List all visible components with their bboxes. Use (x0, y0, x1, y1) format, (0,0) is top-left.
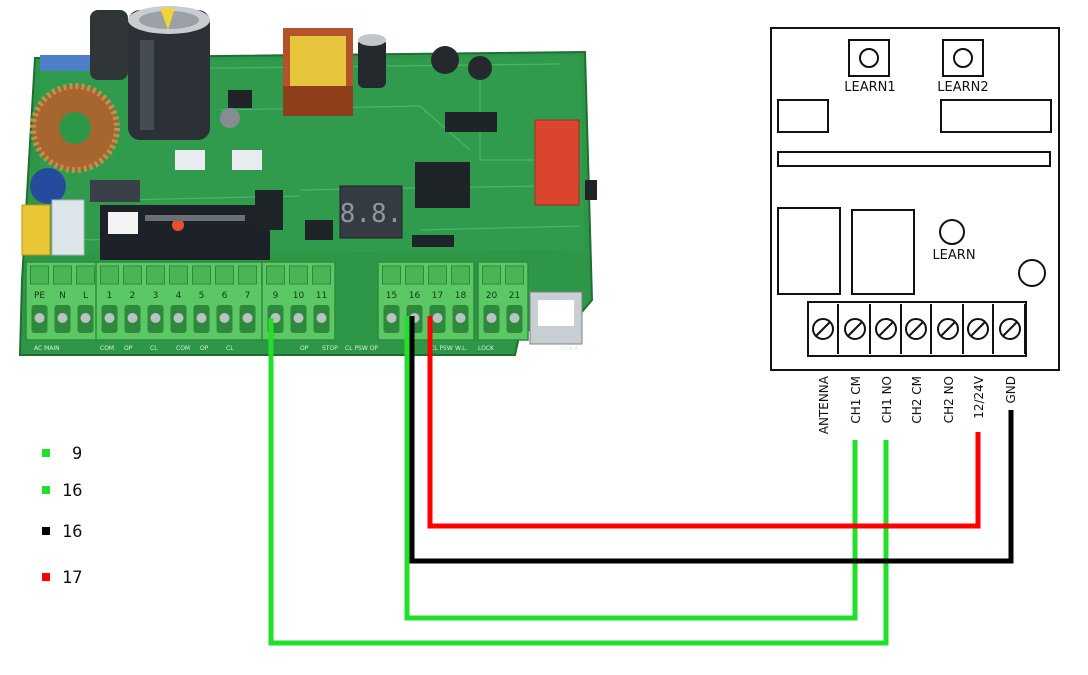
board-lower-labels: AC MAIN COM OP CL COM OP CL OP STOP CL PSW OP CL P… (34, 345, 579, 352)
board-label: AC MAIN (34, 345, 60, 352)
terminal-number: N (59, 291, 66, 301)
board-label: USB-A (560, 345, 579, 352)
terminal-label: CH1 CM (849, 376, 863, 424)
usb-port (529, 291, 583, 345)
board-label: OP (300, 345, 309, 352)
terminal-number: 2 (130, 291, 136, 301)
terminal-number: 6 (222, 291, 228, 301)
wire-black-16-to-gnd (409, 316, 1014, 564)
board-label: CL PSW (430, 345, 453, 352)
transformer (283, 28, 353, 116)
learn2-button[interactable] (942, 39, 984, 77)
learn-button[interactable] (939, 219, 965, 245)
capacitor (128, 6, 210, 140)
relay-2 (851, 209, 915, 295)
component-strip (777, 151, 1051, 167)
legend-label: 17 (62, 568, 83, 588)
learn1-button[interactable] (848, 39, 890, 77)
terminal-number: 15 (386, 291, 397, 301)
relay-1 (777, 207, 841, 295)
wire-green-16-to-ch1-cm (404, 316, 858, 621)
terminal-number: 10 (293, 291, 305, 301)
board-label: STOP (322, 345, 338, 352)
legend-label: 16 (62, 522, 83, 542)
legend-swatch (42, 527, 50, 535)
legend-swatch (42, 449, 50, 457)
terminal-label: CH1 NO (880, 376, 894, 423)
seven-segment-display: 8.8. (339, 185, 403, 239)
terminal-number: PE (34, 291, 45, 301)
terminal-number: 16 (409, 291, 421, 301)
legend-label: 16 (62, 481, 83, 501)
board-label: OP (200, 345, 209, 352)
display-digits: 8.8. (340, 199, 403, 229)
terminal-number: 21 (509, 291, 520, 301)
wire-green-9-to-ch1-no (268, 318, 889, 646)
terminal-number: 4 (176, 291, 182, 301)
terminal-number: 7 (245, 291, 251, 301)
board-label: COM (100, 345, 114, 352)
terminal-number: 5 (199, 291, 205, 301)
legend-swatch (42, 486, 50, 494)
board-label: CL (226, 345, 234, 352)
board-label: LOCK (478, 345, 495, 352)
terminal-label: CH2 NO (942, 376, 956, 423)
board-label: CL PSW OP (345, 345, 378, 352)
board-label: OP (124, 345, 133, 352)
terminal-blocks: PENL1234567891011151617182021 (25, 261, 529, 341)
board-label: W.L. (455, 345, 467, 352)
receiver-module: LEARN1 LEARN2 LEARN ANTENNA CH1 CM CH1 NO C… (770, 27, 1060, 434)
terminal-label: CH2 CM (910, 376, 924, 424)
board-label: COM (176, 345, 190, 352)
terminal-number: 9 (273, 291, 279, 301)
wires (268, 316, 1014, 646)
learn1-label: LEARN1 (844, 80, 895, 95)
terminal-number: L (83, 291, 88, 301)
terminal-label: ANTENNA (817, 375, 831, 434)
learn2-label: LEARN2 (937, 80, 988, 95)
learn-label: LEARN (932, 248, 975, 263)
terminal-number: 20 (486, 291, 498, 301)
terminal-label: GND (1004, 376, 1018, 404)
board-label: CL (150, 345, 158, 352)
led-indicator (1018, 259, 1046, 287)
terminal-number: 17 (432, 291, 443, 301)
legend-swatch (42, 573, 50, 581)
wire-red-17-to-12-24v (427, 316, 981, 529)
legend-label: 9 (72, 444, 83, 464)
toroid-coil (30, 83, 120, 173)
terminal-label: 12/24V (972, 375, 986, 419)
terminal-number: 3 (153, 291, 159, 301)
terminal-number: 11 (316, 291, 327, 301)
component-block (777, 99, 829, 133)
terminal-number: 1 (107, 291, 113, 301)
terminal-number: 18 (455, 291, 467, 301)
control-board: 8.8. PENL1234567891011151617182021 AC MA… (18, 6, 597, 356)
component-block (940, 99, 1052, 133)
